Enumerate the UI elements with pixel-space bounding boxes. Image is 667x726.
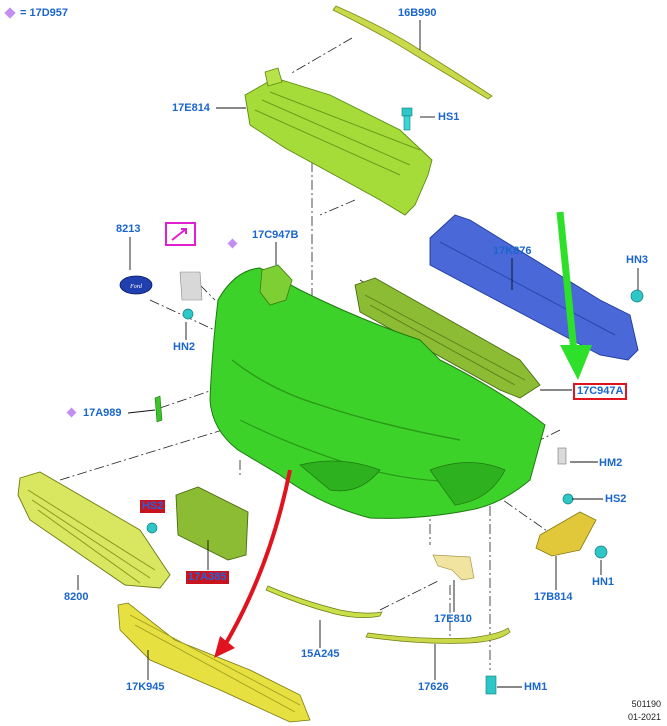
green-arrow [556, 211, 578, 353]
label-17C947A: 17C947A [573, 383, 628, 400]
legend: = 17D957 [4, 7, 69, 19]
absorber-17C947A [354, 277, 541, 399]
label-17A989: 17A989 [83, 407, 122, 419]
trim-strip-16B990 [332, 5, 493, 100]
label-15A245: 15A245 [301, 648, 340, 660]
bracket-17E810 [432, 554, 475, 581]
label-17E814: 17E814 [172, 102, 210, 114]
bracket-17C947B [259, 264, 293, 306]
footer-date: 01-2021 [627, 712, 661, 722]
external-ref-box [165, 222, 196, 246]
clip-HS2-right [562, 493, 574, 505]
label-HS2-right: HS2 [605, 493, 627, 505]
clip-HN2 [182, 308, 194, 320]
label-HN1: HN1 [592, 576, 615, 588]
clip-HS2-left [146, 522, 158, 534]
label-17K876: 17K876 [493, 245, 532, 257]
clip-HN1 [594, 545, 608, 559]
badge-8213: Ford [119, 275, 153, 295]
red-arrow [220, 469, 292, 652]
lower-grille-17K945 [117, 602, 311, 723]
label-HN2: HN2 [173, 341, 196, 353]
impact-beam-17K876 [429, 214, 639, 361]
svg-text:Ford: Ford [129, 284, 143, 290]
bracket-17B814 [535, 511, 597, 557]
strip-15A245 [265, 585, 383, 618]
screw-HM1 [485, 675, 497, 695]
footer-code: 501190 [631, 699, 661, 709]
screw-HM2 [557, 447, 567, 465]
label-HN3: HN3 [626, 254, 649, 266]
legend-text: = 17D957 [20, 7, 69, 19]
label-HS2-left: HS2 [140, 500, 166, 513]
label-17626: 17626 [418, 681, 449, 693]
diamond-icon-17C947B [227, 238, 238, 249]
diamond-icon [4, 7, 16, 19]
label-16B990: 16B990 [398, 7, 437, 19]
clip-HS1 [401, 107, 413, 131]
leader-lines [77, 20, 639, 688]
label-17C947B: 17C947B [252, 229, 299, 241]
upper-bracket-17E814 [244, 67, 433, 216]
label-8213: 8213 [116, 223, 141, 235]
grille-8200 [17, 471, 171, 589]
label-8200: 8200 [64, 591, 89, 603]
label-HM1: HM1 [524, 681, 548, 693]
plate-bracket-17A385 [175, 486, 249, 561]
label-17K945: 17K945 [126, 681, 165, 693]
label-17A385: 17A385 [186, 571, 229, 584]
label-17B814: 17B814 [534, 591, 573, 603]
clip-HN3 [630, 289, 644, 303]
green-arrow-head [560, 345, 592, 380]
badge-plate [179, 271, 203, 301]
bumper-cover [209, 267, 546, 519]
red-arrow-head [214, 636, 235, 658]
diamond-icon-17A989 [66, 407, 77, 418]
sensor-17A989 [154, 395, 163, 423]
label-HM2: HM2 [599, 457, 623, 469]
strip-17626 [365, 627, 511, 644]
label-HS1: HS1 [438, 111, 460, 123]
label-17E810: 17E810 [434, 613, 472, 625]
